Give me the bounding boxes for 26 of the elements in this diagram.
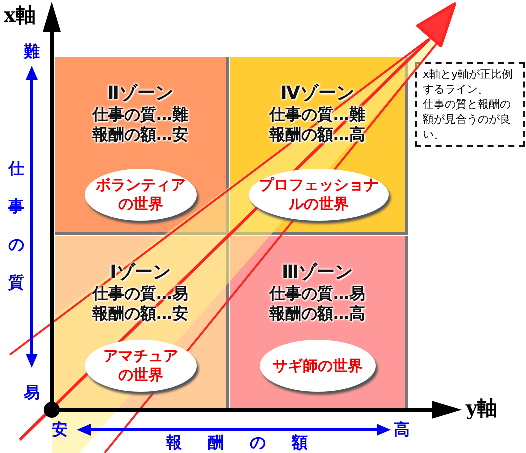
zone-description: 報酬の額…安 xyxy=(92,125,190,145)
zone-box xyxy=(230,236,408,411)
zone-box xyxy=(55,236,229,411)
note-text: 仕事の質と報酬の額が見合うのが良い。 xyxy=(423,97,512,142)
zone-title: Ⅳゾーン xyxy=(280,83,356,105)
scale-label: 易 xyxy=(24,383,40,404)
world-ellipse: アマチュアの世界 xyxy=(85,340,197,392)
world-ellipse: サギ師の世界 xyxy=(260,340,376,392)
axis-title: 報酬の額 xyxy=(166,433,334,453)
axis-title: 仕事の質 xyxy=(8,158,25,294)
zone-title: Ⅲゾーン xyxy=(280,262,354,284)
zone-box xyxy=(55,57,229,235)
zone-box xyxy=(230,57,408,235)
scale-label: 難 xyxy=(24,42,40,63)
zone-description: 仕事の質…易 xyxy=(268,284,366,304)
world-ellipse: プロフェッショナルの世界 xyxy=(249,169,389,221)
world-ellipse: ボランティアの世界 xyxy=(85,169,197,221)
zone-title: Ⅱゾーン xyxy=(106,83,174,105)
axis-label: x軸 xyxy=(4,2,36,29)
scale-label: 安 xyxy=(52,420,68,441)
zone-description: 報酬の額…高 xyxy=(268,304,366,324)
scale-label: 高 xyxy=(394,420,410,441)
note-box xyxy=(415,62,525,147)
zone-description: 仕事の質…難 xyxy=(91,105,190,125)
note-text: x軸とy軸が正比例するライン。 xyxy=(423,67,514,97)
axis-label: y軸 xyxy=(466,395,498,422)
